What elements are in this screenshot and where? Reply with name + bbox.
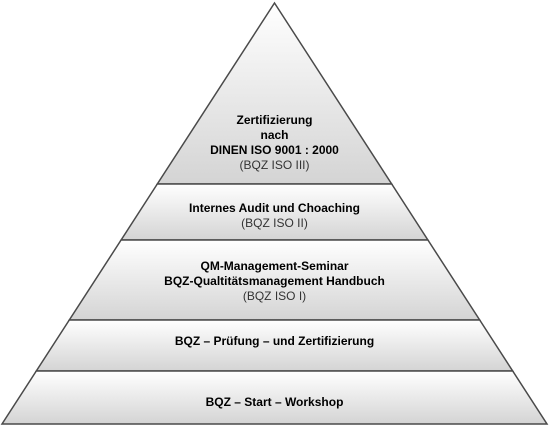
level-2-label: Internes Audit und Choaching (BQZ ISO II… <box>0 201 549 231</box>
level-1-label: Zertifizierung nach DINEN ISO 9001 : 200… <box>0 113 549 173</box>
level-3-subtitle: (BQZ ISO I) <box>242 289 307 303</box>
level-5-title-line-1: BQZ – Start – Workshop <box>205 395 344 409</box>
level-4-title-line-1: BQZ – Prüfung – und Zertifizierung <box>174 334 375 348</box>
level-3-label: QM-Management-Seminar BQZ-Qualtitätsmana… <box>0 259 549 304</box>
level-2-subtitle: (BQZ ISO II) <box>241 216 308 230</box>
level-1-title-line-1: Zertifizierung <box>236 113 313 127</box>
level-2-title-line-1: Internes Audit und Choaching <box>189 201 360 215</box>
level-3-title-line-2: BQZ-Qualtitätsmanagement Handbuch <box>164 274 385 288</box>
level-1-title-line-3: DINEN ISO 9001 : 2000 <box>210 143 339 157</box>
level-4-label: BQZ – Prüfung – und Zertifizierung <box>0 334 549 349</box>
level-1-title-line-2: nach <box>260 128 289 142</box>
level-3-title-line-1: QM-Management-Seminar <box>200 259 349 273</box>
level-1-subtitle: (BQZ ISO III) <box>239 158 310 172</box>
pyramid-tier-5 <box>0 370 549 425</box>
level-5-label: BQZ – Start – Workshop <box>0 395 549 410</box>
